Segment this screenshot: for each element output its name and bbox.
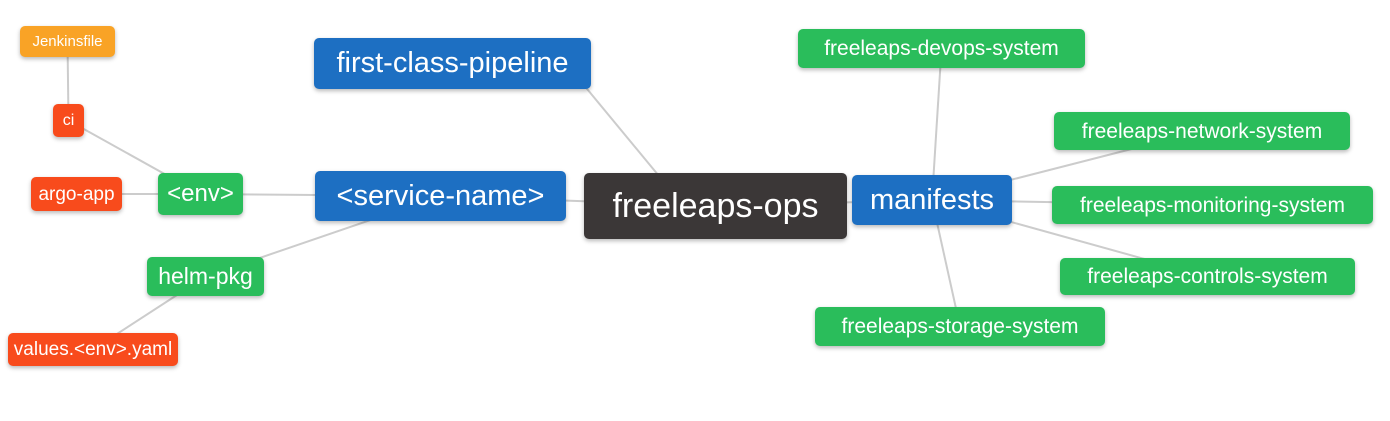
node-storage-system[interactable]: freeleaps-storage-system xyxy=(815,307,1105,346)
node-monitoring-system[interactable]: freeleaps-monitoring-system xyxy=(1052,186,1373,224)
node-ci[interactable]: ci xyxy=(53,104,84,137)
node-values-env-yaml[interactable]: values.<env>.yaml xyxy=(8,333,178,366)
node-controls-system[interactable]: freeleaps-controls-system xyxy=(1060,258,1355,295)
node-service-name[interactable]: <service-name> xyxy=(315,171,566,221)
edge-first-class-pipeline-to-freeleaps-ops xyxy=(577,77,660,177)
node-first-class-pipeline[interactable]: first-class-pipeline xyxy=(314,38,591,89)
edge-manifests-to-devops-system xyxy=(931,48,943,201)
node-devops-system[interactable]: freeleaps-devops-system xyxy=(798,29,1085,68)
node-env[interactable]: <env> xyxy=(158,173,243,215)
node-network-system[interactable]: freeleaps-network-system xyxy=(1054,112,1350,150)
node-helm-pkg[interactable]: helm-pkg xyxy=(147,257,264,296)
node-jenkinsfile[interactable]: Jenkinsfile xyxy=(20,26,115,57)
node-freeleaps-ops[interactable]: freeleaps-ops xyxy=(584,173,847,239)
node-argo-app[interactable]: argo-app xyxy=(31,177,122,211)
node-manifests[interactable]: manifests xyxy=(852,175,1012,225)
